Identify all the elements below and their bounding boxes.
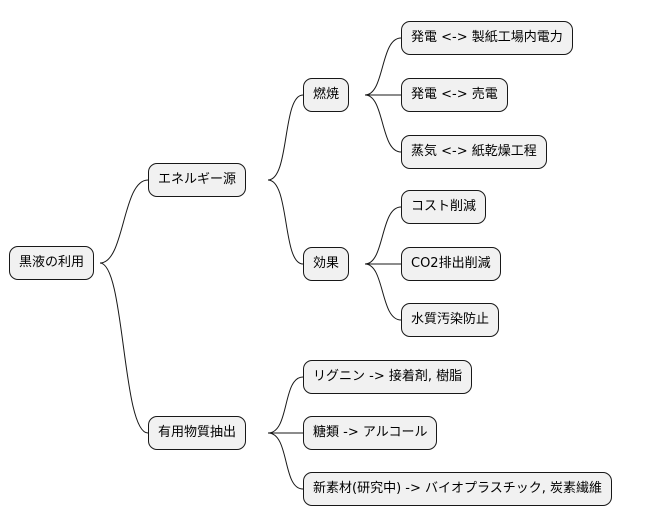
edge-effects-water bbox=[364, 263, 402, 321]
leaf-cost-reduction: コスト削減 bbox=[401, 190, 487, 224]
branch-useful-extraction: 有用物質抽出 bbox=[148, 416, 247, 450]
leaf-co2-reduction: CO2排出削減 bbox=[401, 247, 501, 281]
edge-effects-cost bbox=[364, 206, 402, 265]
edge-combustion-power-mill bbox=[364, 37, 402, 96]
edge-extraction-newmaterial bbox=[267, 432, 304, 490]
edge-root-extraction bbox=[99, 262, 149, 434]
leaf-lignin: リグニン -> 接着剤, 樹脂 bbox=[303, 360, 473, 394]
root-node: 黒液の利用 bbox=[9, 246, 95, 280]
edge-energy-combustion bbox=[267, 94, 304, 181]
edge-combustion-steam bbox=[364, 94, 402, 153]
leaf-power-mill: 発電 <-> 製紙工場内電力 bbox=[401, 21, 573, 55]
leaf-water-pollution: 水質汚染防止 bbox=[401, 303, 500, 337]
leaf-power-sell: 発電 <-> 売電 bbox=[401, 78, 508, 112]
edge-energy-effects bbox=[267, 179, 304, 265]
edge-root-energy bbox=[99, 179, 149, 264]
leaf-sugars: 糖類 -> アルコール bbox=[303, 416, 438, 450]
leaf-new-materials: 新素材(研究中) -> バイオプラスチック, 炭素繊維 bbox=[303, 472, 612, 506]
edge-extraction-lignin bbox=[267, 376, 304, 434]
node-effects: 効果 bbox=[303, 247, 350, 281]
branch-energy-source: エネルギー源 bbox=[148, 163, 247, 197]
node-combustion: 燃焼 bbox=[303, 78, 350, 112]
leaf-steam-drying: 蒸気 <-> 紙乾燥工程 bbox=[401, 135, 547, 169]
